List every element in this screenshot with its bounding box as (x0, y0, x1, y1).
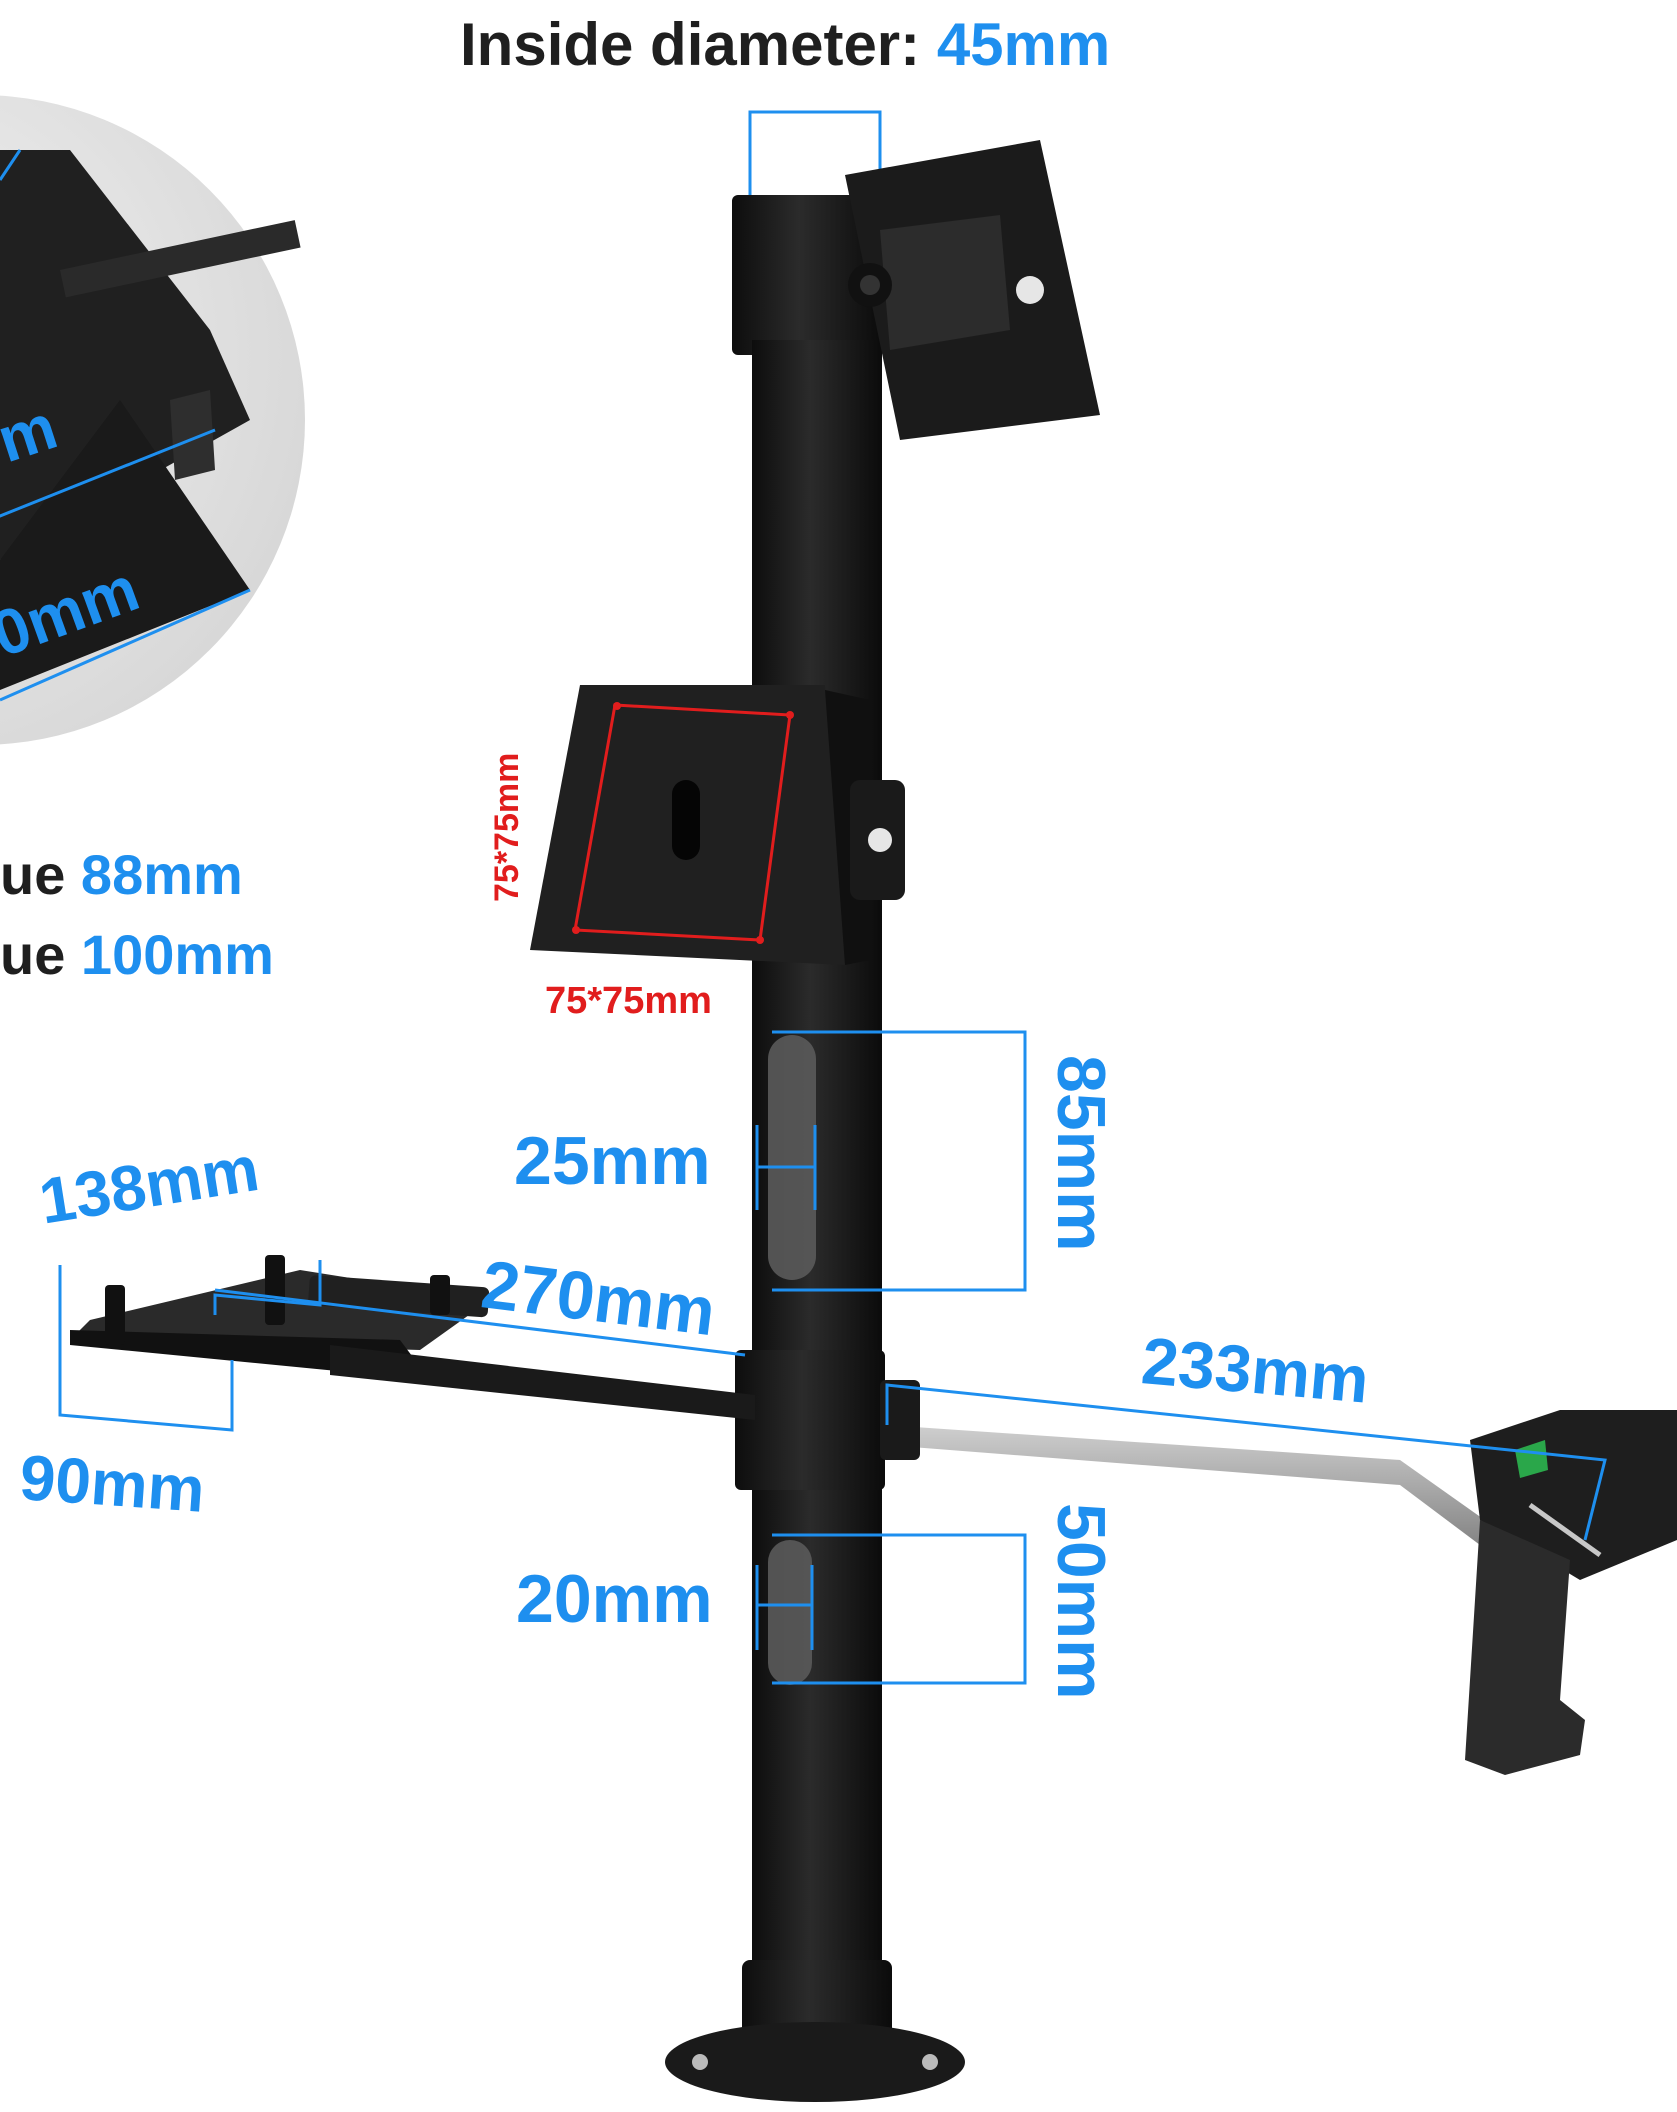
tray-depth-label: 90mm (17, 1441, 208, 1526)
upper-slot-width-label: 25mm (514, 1123, 711, 1199)
inset-line-2-prefix: ue (0, 923, 66, 986)
barcode-scanner (1465, 1410, 1677, 1775)
arm-length-line (214, 1288, 746, 1357)
scanner-arm-line (885, 1383, 1607, 1541)
lower-slot-height-label: 50mm (1043, 1503, 1119, 1700)
tray-depth-line (58, 1265, 234, 1432)
upper-slot-height-label: 85mm (1043, 1055, 1119, 1252)
tray-width-line (213, 1260, 322, 1315)
main-pole (665, 195, 965, 2102)
inset-line-1: ue 88mm (0, 842, 243, 907)
upper-slot-width-line (755, 1125, 817, 1210)
upper-slot-height-line (772, 1030, 1027, 1292)
lower-slot-width-label: 20mm (516, 1561, 713, 1637)
title-line: Inside diameter: 45mm (460, 10, 1110, 79)
dimension-lines (58, 1030, 1607, 1685)
inset-line-2-value: 100mm (80, 923, 274, 986)
inset-circle (0, 95, 305, 745)
vesa-vertical-label: 75*75mm (488, 752, 526, 902)
scanner-arm (880, 1380, 1520, 1560)
left-arm-tray (70, 1255, 755, 1420)
top-monitor-bracket (845, 140, 1100, 440)
inset-line-2: ue 100mm (0, 922, 274, 987)
vesa-horizontal-label: 75*75mm (545, 980, 712, 1022)
title-value: 45mm (936, 11, 1111, 78)
inset-line-1-prefix: ue (0, 843, 66, 906)
lower-slot-height-line (772, 1533, 1027, 1685)
vesa-plate (530, 685, 905, 965)
lower-slot-width-line (755, 1565, 814, 1650)
inset-line-1-value: 88mm (80, 843, 243, 906)
title-label: Inside diameter: (460, 11, 921, 78)
